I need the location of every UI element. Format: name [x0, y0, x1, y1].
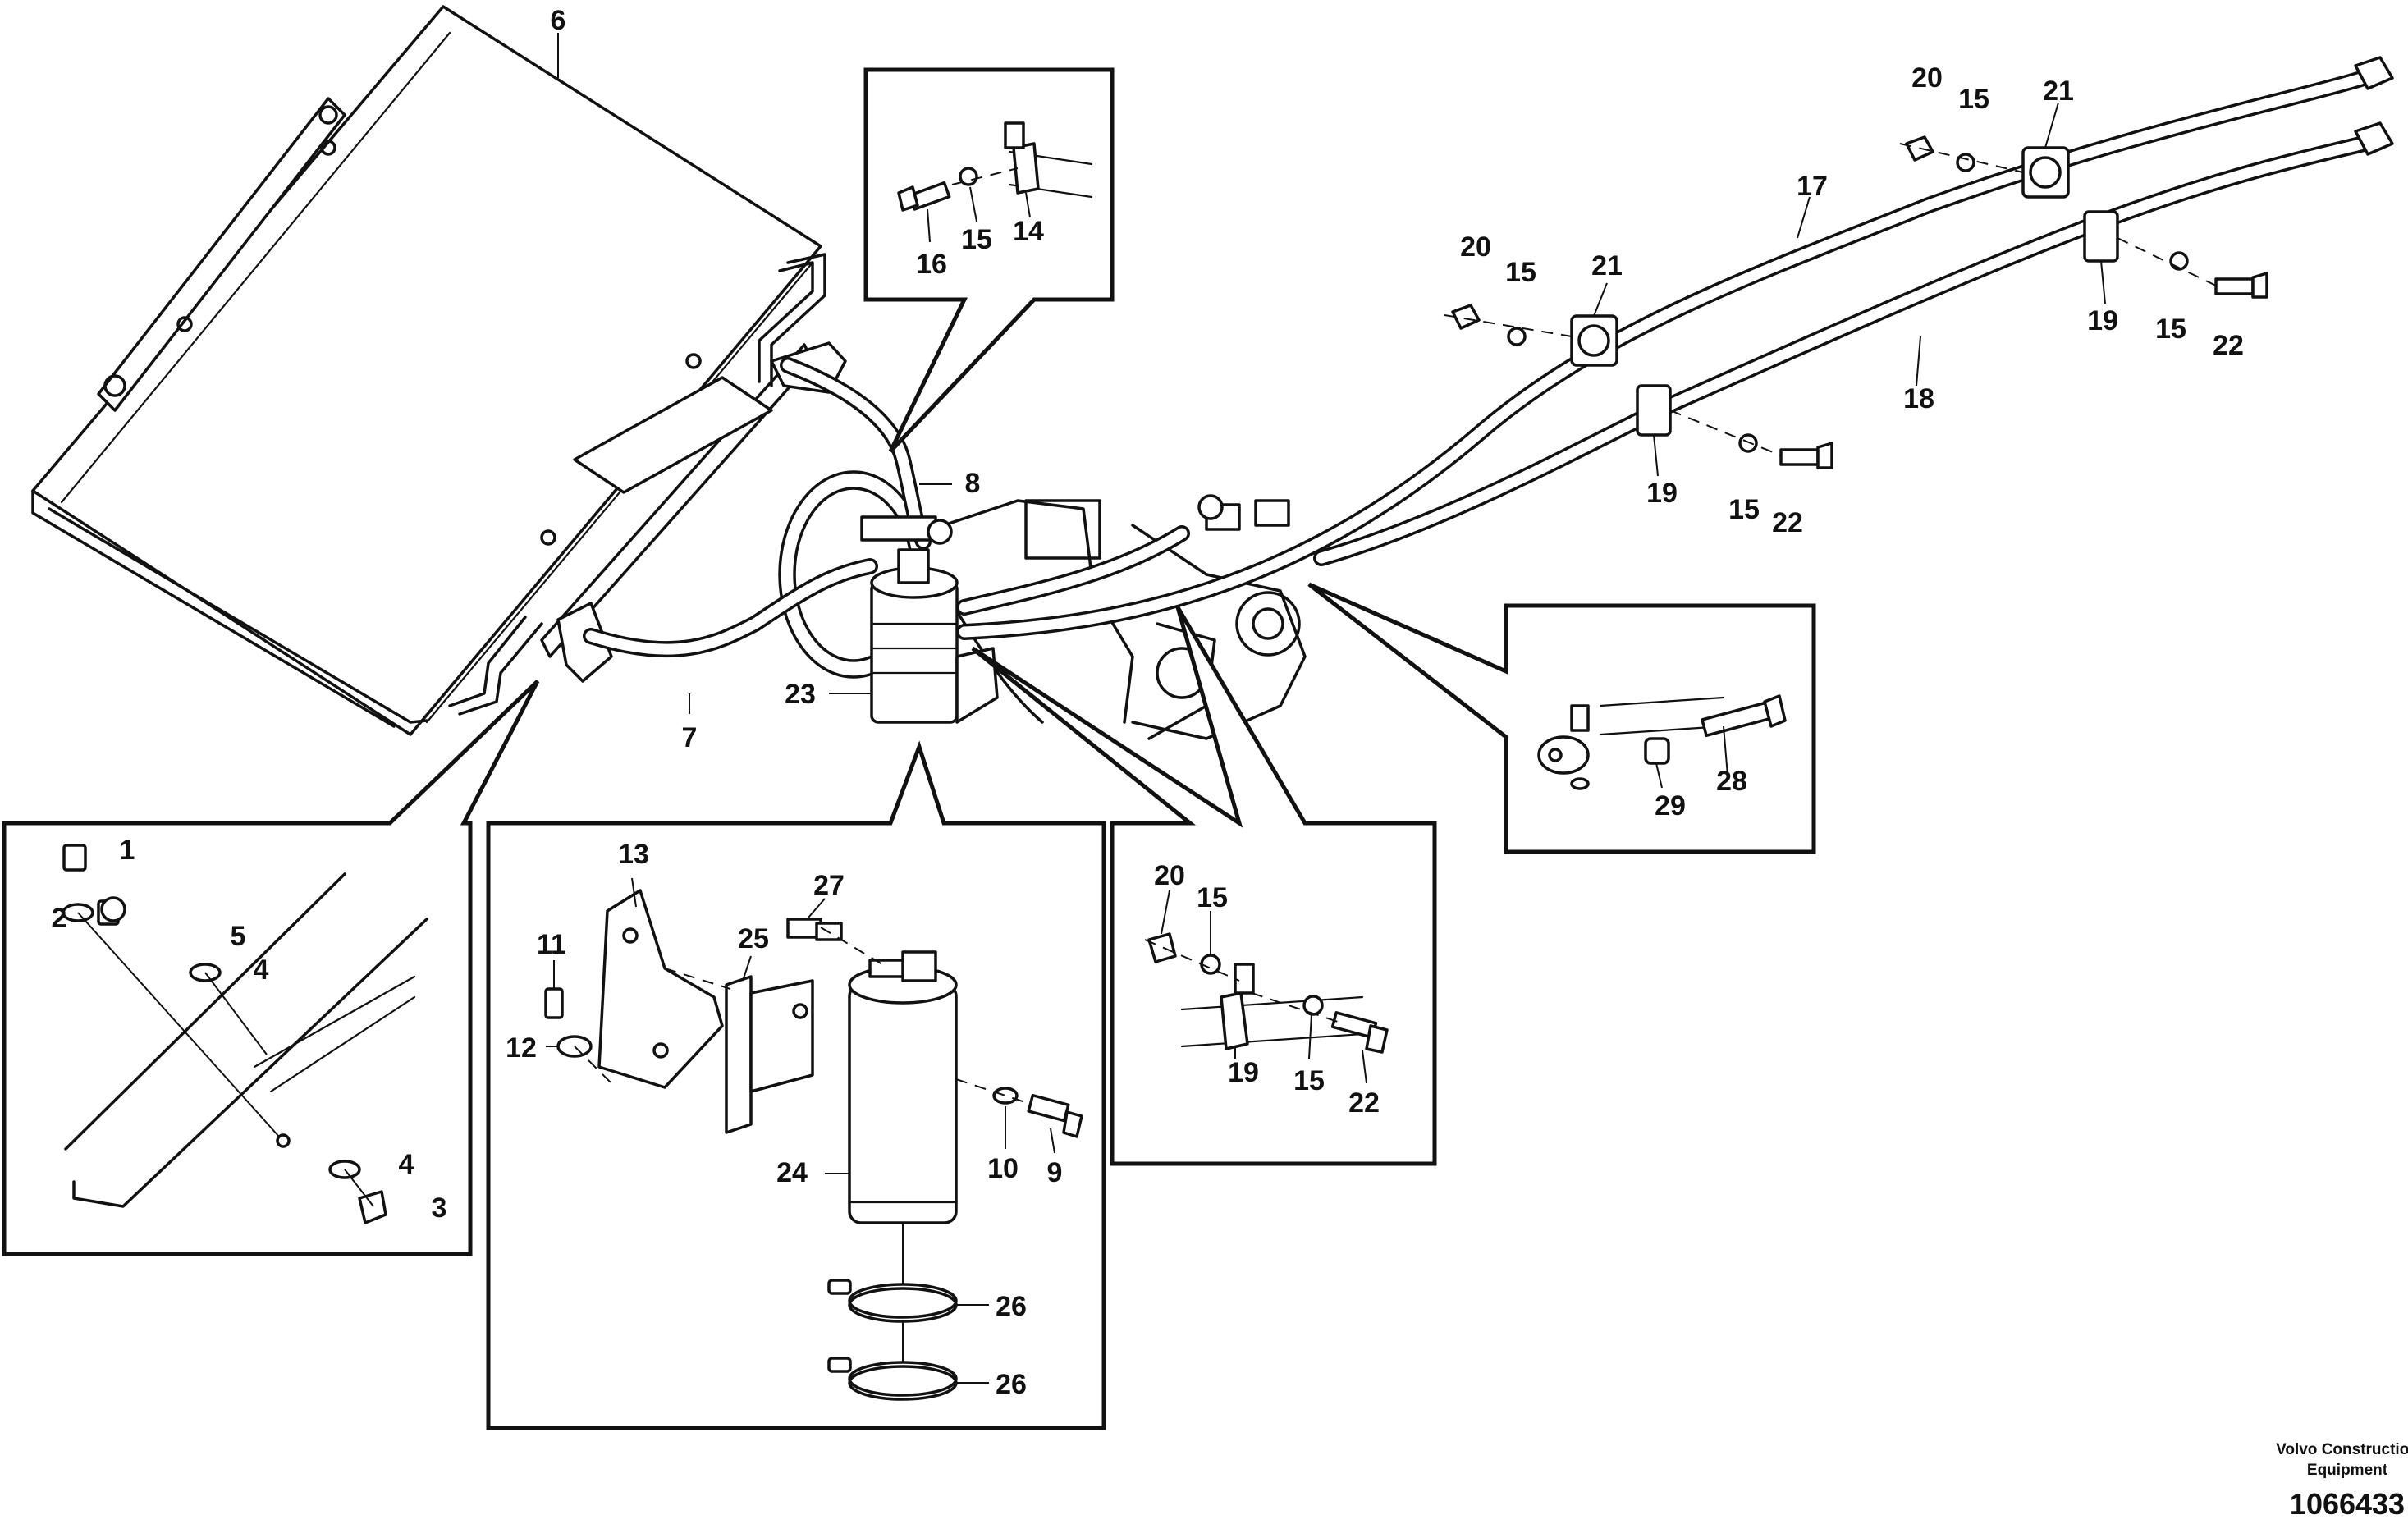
callout-19: 19 — [1228, 1057, 1259, 1088]
detail-box-clamp-19 — [971, 606, 1437, 1166]
nut-20-left — [1451, 304, 1481, 330]
callout-10: 10 — [987, 1153, 1019, 1184]
callout-28: 28 — [1716, 766, 1747, 797]
callout-15: 15 — [961, 224, 992, 255]
hose-8 — [780, 357, 932, 550]
callout-19: 19 — [1646, 478, 1678, 509]
callout-22: 22 — [1772, 507, 1803, 538]
washer-15-far — [2169, 251, 2189, 271]
callout-1: 1 — [120, 835, 135, 866]
callout-5: 5 — [231, 921, 246, 952]
hose-17-end-fitting — [2354, 56, 2394, 90]
callout-13: 13 — [618, 839, 649, 870]
detail-box-clamp-14 — [863, 67, 1115, 453]
hose-18 — [1313, 135, 2372, 566]
callout-24: 24 — [776, 1157, 808, 1188]
callout-15: 15 — [1958, 84, 1989, 115]
callout-9: 9 — [1047, 1157, 1063, 1188]
callout-2: 2 — [52, 903, 67, 934]
callout-14: 14 — [1013, 216, 1044, 247]
document-number: 1066433 — [2290, 1487, 2405, 1521]
detail-box-receiver-drier — [486, 740, 1106, 1430]
callout-27: 27 — [813, 870, 845, 901]
clamp-14-detail — [897, 121, 1093, 243]
brand-line-1: Volvo Construction — [2276, 1441, 2408, 1458]
callout-16: 16 — [916, 249, 947, 280]
callout-15: 15 — [1505, 257, 1536, 288]
callout-23: 23 — [785, 679, 816, 710]
callout-21: 21 — [1591, 250, 1623, 281]
hose-clamp-19-left — [1636, 384, 1672, 437]
callout-15: 15 — [2155, 313, 2186, 345]
callout-3: 3 — [432, 1192, 447, 1224]
callout-29: 29 — [1655, 790, 1686, 821]
callout-26: 26 — [996, 1369, 1027, 1400]
callout-4: 4 — [254, 954, 269, 986]
hose-clamp-19-right — [2083, 210, 2119, 263]
callout-15: 15 — [1197, 882, 1228, 913]
detail-box-compressor-bolt — [1307, 582, 1816, 854]
condenser-assembly — [31, 5, 826, 736]
callout-25: 25 — [738, 923, 769, 954]
compressor-bolt-detail — [1537, 694, 1787, 790]
receiver-drier — [860, 515, 999, 724]
washer-15-right — [1956, 153, 1975, 172]
hose-7 — [583, 558, 878, 658]
callout-22: 22 — [1348, 1087, 1380, 1119]
callout-4: 4 — [399, 1149, 414, 1180]
callout-labels: 1 2 3 4 4 5 6 7 8 9 10 11 12 13 14 15 15… — [52, 5, 2244, 1400]
hose-clamp-21-left — [1570, 314, 1618, 367]
callout-6: 6 — [551, 5, 566, 36]
callout-20: 20 — [1460, 231, 1491, 263]
callout-15: 15 — [1728, 494, 1760, 525]
callout-20: 20 — [1154, 860, 1185, 891]
compressor-fitting — [1197, 494, 1224, 520]
lower-hose-bracket — [556, 602, 613, 683]
washer-15-left — [1507, 327, 1527, 346]
callout-12: 12 — [506, 1032, 537, 1064]
detail-box-condenser-fasteners — [2, 680, 540, 1256]
callout-8: 8 — [965, 468, 981, 499]
callout-17: 17 — [1797, 171, 1828, 202]
callout-15: 15 — [1293, 1065, 1325, 1096]
callout-21: 21 — [2043, 76, 2074, 107]
bolt-22-right — [2214, 272, 2268, 299]
clamp-19-detail — [1144, 890, 1389, 1084]
washer-15-mid — [1738, 433, 1758, 453]
callout-19: 19 — [2087, 305, 2118, 336]
condenser-fastener-detail — [62, 844, 428, 1224]
hose-clamp-21-right — [2021, 146, 2070, 199]
brand-line-2: Equipment — [2307, 1462, 2388, 1479]
callout-18: 18 — [1903, 383, 1934, 414]
callout-11: 11 — [537, 929, 566, 960]
callout-7: 7 — [682, 722, 698, 753]
hose-17 — [956, 70, 2372, 640]
compressor-hose — [956, 525, 1190, 616]
callout-20: 20 — [1911, 62, 1943, 94]
bolt-22-left — [1779, 442, 1833, 469]
hose-18-end-fitting — [2354, 121, 2394, 156]
callout-22: 22 — [2213, 330, 2244, 361]
callout-26: 26 — [996, 1291, 1027, 1322]
receiver-drier-exploded — [544, 877, 1083, 1401]
